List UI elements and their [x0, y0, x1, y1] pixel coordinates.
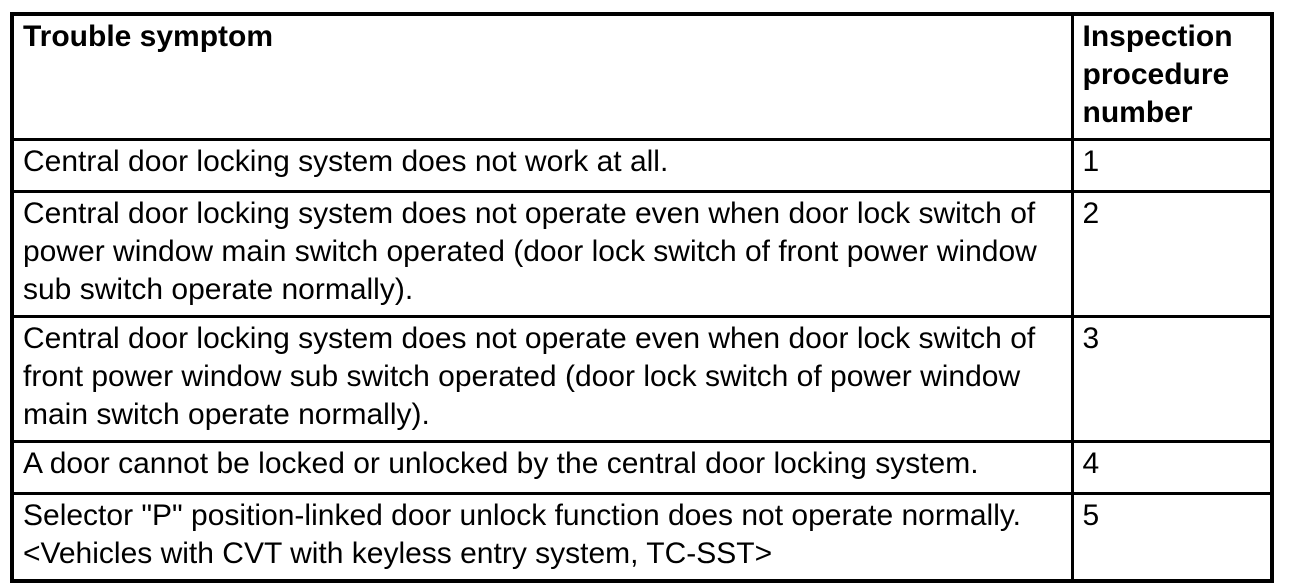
- table-row: Central door locking system does not ope…: [10, 190, 1274, 318]
- procedure-number-cell: 3: [1070, 315, 1274, 443]
- procedure-number-cell: 2: [1070, 190, 1274, 318]
- symptom-cell: Central door locking system does not ope…: [10, 190, 1074, 318]
- table-header-row: Trouble symptom Inspection procedure num…: [10, 12, 1274, 141]
- procedure-number-cell: 4: [1070, 440, 1274, 495]
- header-inspection-procedure-number: Inspection procedure number: [1070, 12, 1274, 141]
- table-row: A door cannot be locked or unlocked by t…: [10, 440, 1274, 495]
- procedure-number-cell: 1: [1070, 138, 1274, 193]
- symptom-cell: Central door locking system does not ope…: [10, 315, 1074, 443]
- table-row: Central door locking system does not wor…: [10, 138, 1274, 193]
- symptom-cell: Selector "P" position-linked door unlock…: [10, 492, 1074, 583]
- header-trouble-symptom: Trouble symptom: [10, 12, 1074, 141]
- table-row: Central door locking system does not ope…: [10, 315, 1274, 443]
- symptom-cell: A door cannot be locked or unlocked by t…: [10, 440, 1074, 495]
- table-body: Central door locking system does not wor…: [10, 138, 1274, 583]
- symptom-cell: Central door locking system does not wor…: [10, 138, 1074, 193]
- trouble-symptom-table: Trouble symptom Inspection procedure num…: [10, 12, 1274, 583]
- table-row: Selector "P" position-linked door unlock…: [10, 492, 1274, 583]
